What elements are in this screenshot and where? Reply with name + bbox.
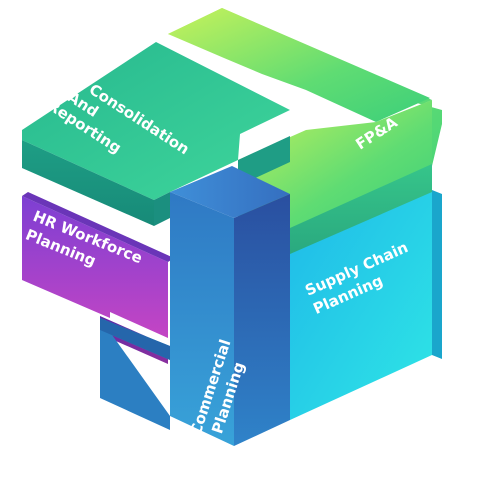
commercial-planning-block — [100, 166, 290, 446]
consolidation-block — [22, 42, 290, 226]
supply-chain-block — [290, 190, 442, 420]
